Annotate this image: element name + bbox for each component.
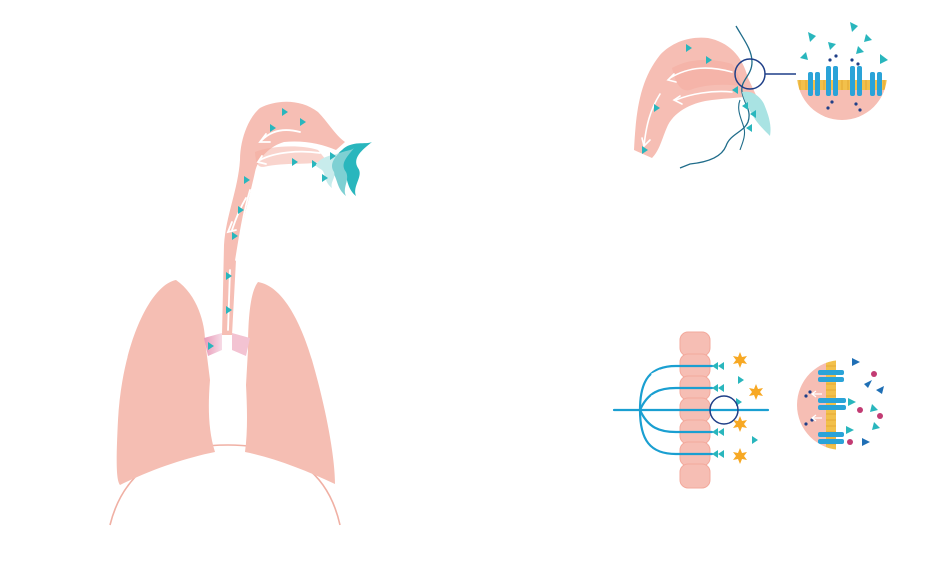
signal-dots-top: [826, 54, 862, 112]
trpa1-receptors: [818, 370, 846, 444]
inhaled-air-plume: [742, 91, 771, 136]
nasal-cavity-inner: [672, 59, 742, 91]
sensory-nerves: [612, 364, 770, 456]
bottom-right-trachea-panel: [612, 331, 887, 489]
trachea-zoom-magnifier-icon: [709, 395, 739, 425]
irritants-receptor-bottom: [846, 358, 884, 446]
top-right-nasal-panel: [634, 22, 888, 169]
diaphragm-arc: [109, 444, 341, 526]
odorants-receptor-top: [800, 22, 888, 64]
white-arrows-bottom: [811, 390, 822, 422]
bronchus-odorant: [208, 342, 214, 350]
star-irritant-icon: [733, 352, 763, 464]
left-respiratory-tract: [109, 101, 372, 526]
left-bronchus: [204, 333, 222, 356]
olfactory-receptor-zoom: [797, 30, 887, 120]
right-lung: [245, 282, 335, 484]
odorants-top: [642, 44, 738, 154]
scent-wave-icon: [315, 142, 372, 196]
olfactory-receptors: [808, 66, 882, 96]
right-bronchus: [232, 333, 250, 356]
signal-dots-bottom: [804, 390, 814, 426]
nostril-line: [738, 99, 746, 151]
airway-tract: [222, 101, 345, 335]
airflow-arrows-top: [641, 67, 733, 148]
nasal-cavity: [634, 37, 756, 158]
plume-odorants: [742, 102, 756, 132]
left-lung: [116, 280, 215, 485]
nerve-ending-odorants: [712, 362, 758, 458]
nerve-arrows: [650, 369, 661, 445]
odorants-left: [226, 108, 318, 314]
